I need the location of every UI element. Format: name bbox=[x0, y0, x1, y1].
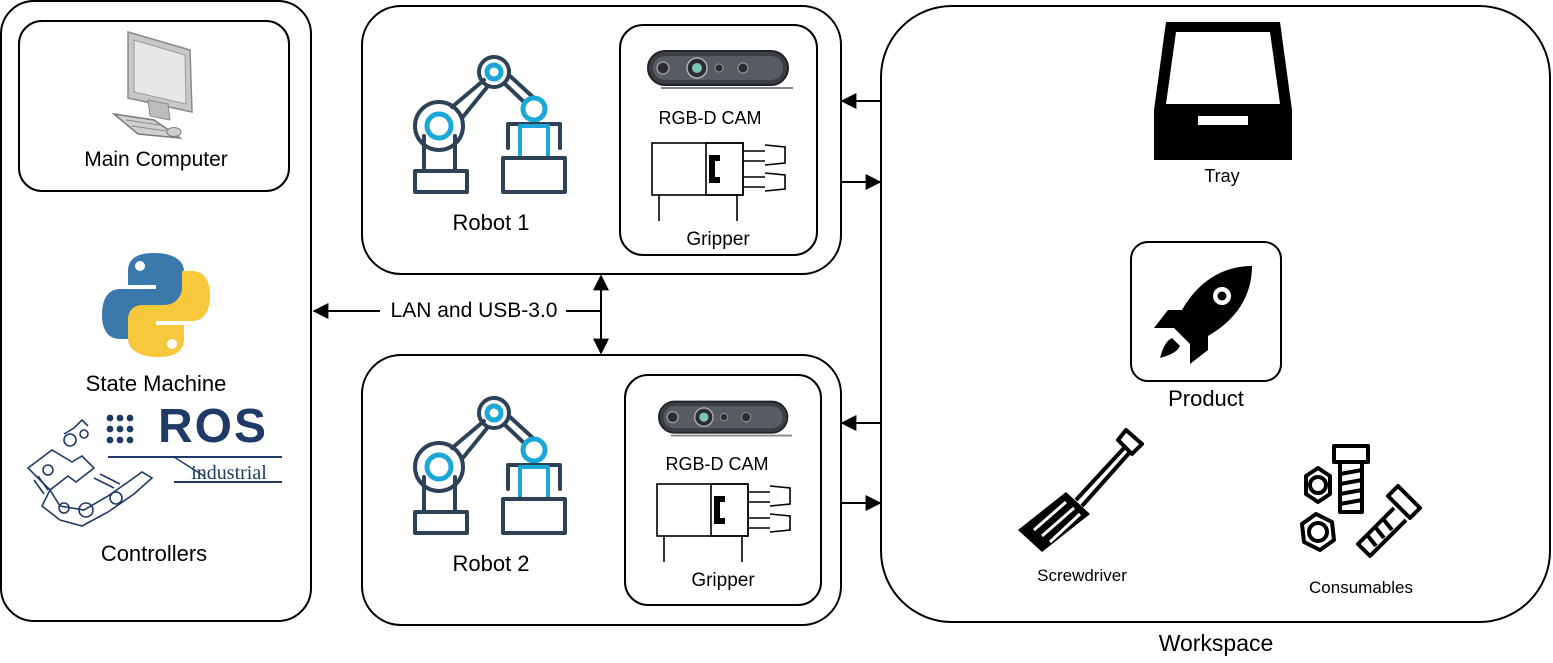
robot2-camera-label: RGB-D CAM bbox=[665, 454, 769, 474]
nuts-and-bolts-icon bbox=[1300, 444, 1422, 558]
gripper-icon bbox=[651, 142, 786, 221]
ros-logo-subtext: industrial bbox=[191, 462, 267, 484]
screwdriver-icon bbox=[1018, 428, 1144, 552]
ros-industrial-logo-icon bbox=[26, 414, 282, 527]
controllers-label: Controllers bbox=[100, 541, 208, 566]
product-label: Product bbox=[1168, 386, 1244, 411]
screwdriver-label: Screwdriver bbox=[1037, 566, 1127, 585]
rocket-icon bbox=[1154, 266, 1252, 364]
gripper-icon bbox=[656, 483, 791, 562]
camera-icon bbox=[658, 400, 792, 437]
robot-arm-icon bbox=[413, 396, 567, 535]
consumables-label: Consumables bbox=[1309, 578, 1413, 597]
tray-label: Tray bbox=[1204, 166, 1240, 186]
robot-arm-icon bbox=[413, 55, 567, 194]
robot2-label: Robot 2 bbox=[452, 551, 530, 576]
desktop-computer-icon bbox=[111, 31, 193, 140]
ros-logo-text: ROS bbox=[157, 400, 269, 453]
main-computer-label: Main Computer bbox=[82, 148, 230, 171]
robot1-label: Robot 1 bbox=[452, 210, 530, 235]
python-logo-icon bbox=[102, 253, 210, 357]
workspace-title: Workspace bbox=[1158, 630, 1274, 656]
robot1-gripper-label: Gripper bbox=[686, 229, 750, 250]
tray-icon bbox=[1154, 22, 1292, 160]
robot1-camera-label: RGB-D CAM bbox=[658, 108, 762, 128]
robot2-gripper-label: Gripper bbox=[691, 570, 755, 591]
link-label: LAN and USB-3.0 bbox=[387, 300, 561, 321]
state-machine-label: State Machine bbox=[85, 371, 227, 396]
camera-icon bbox=[647, 50, 793, 89]
